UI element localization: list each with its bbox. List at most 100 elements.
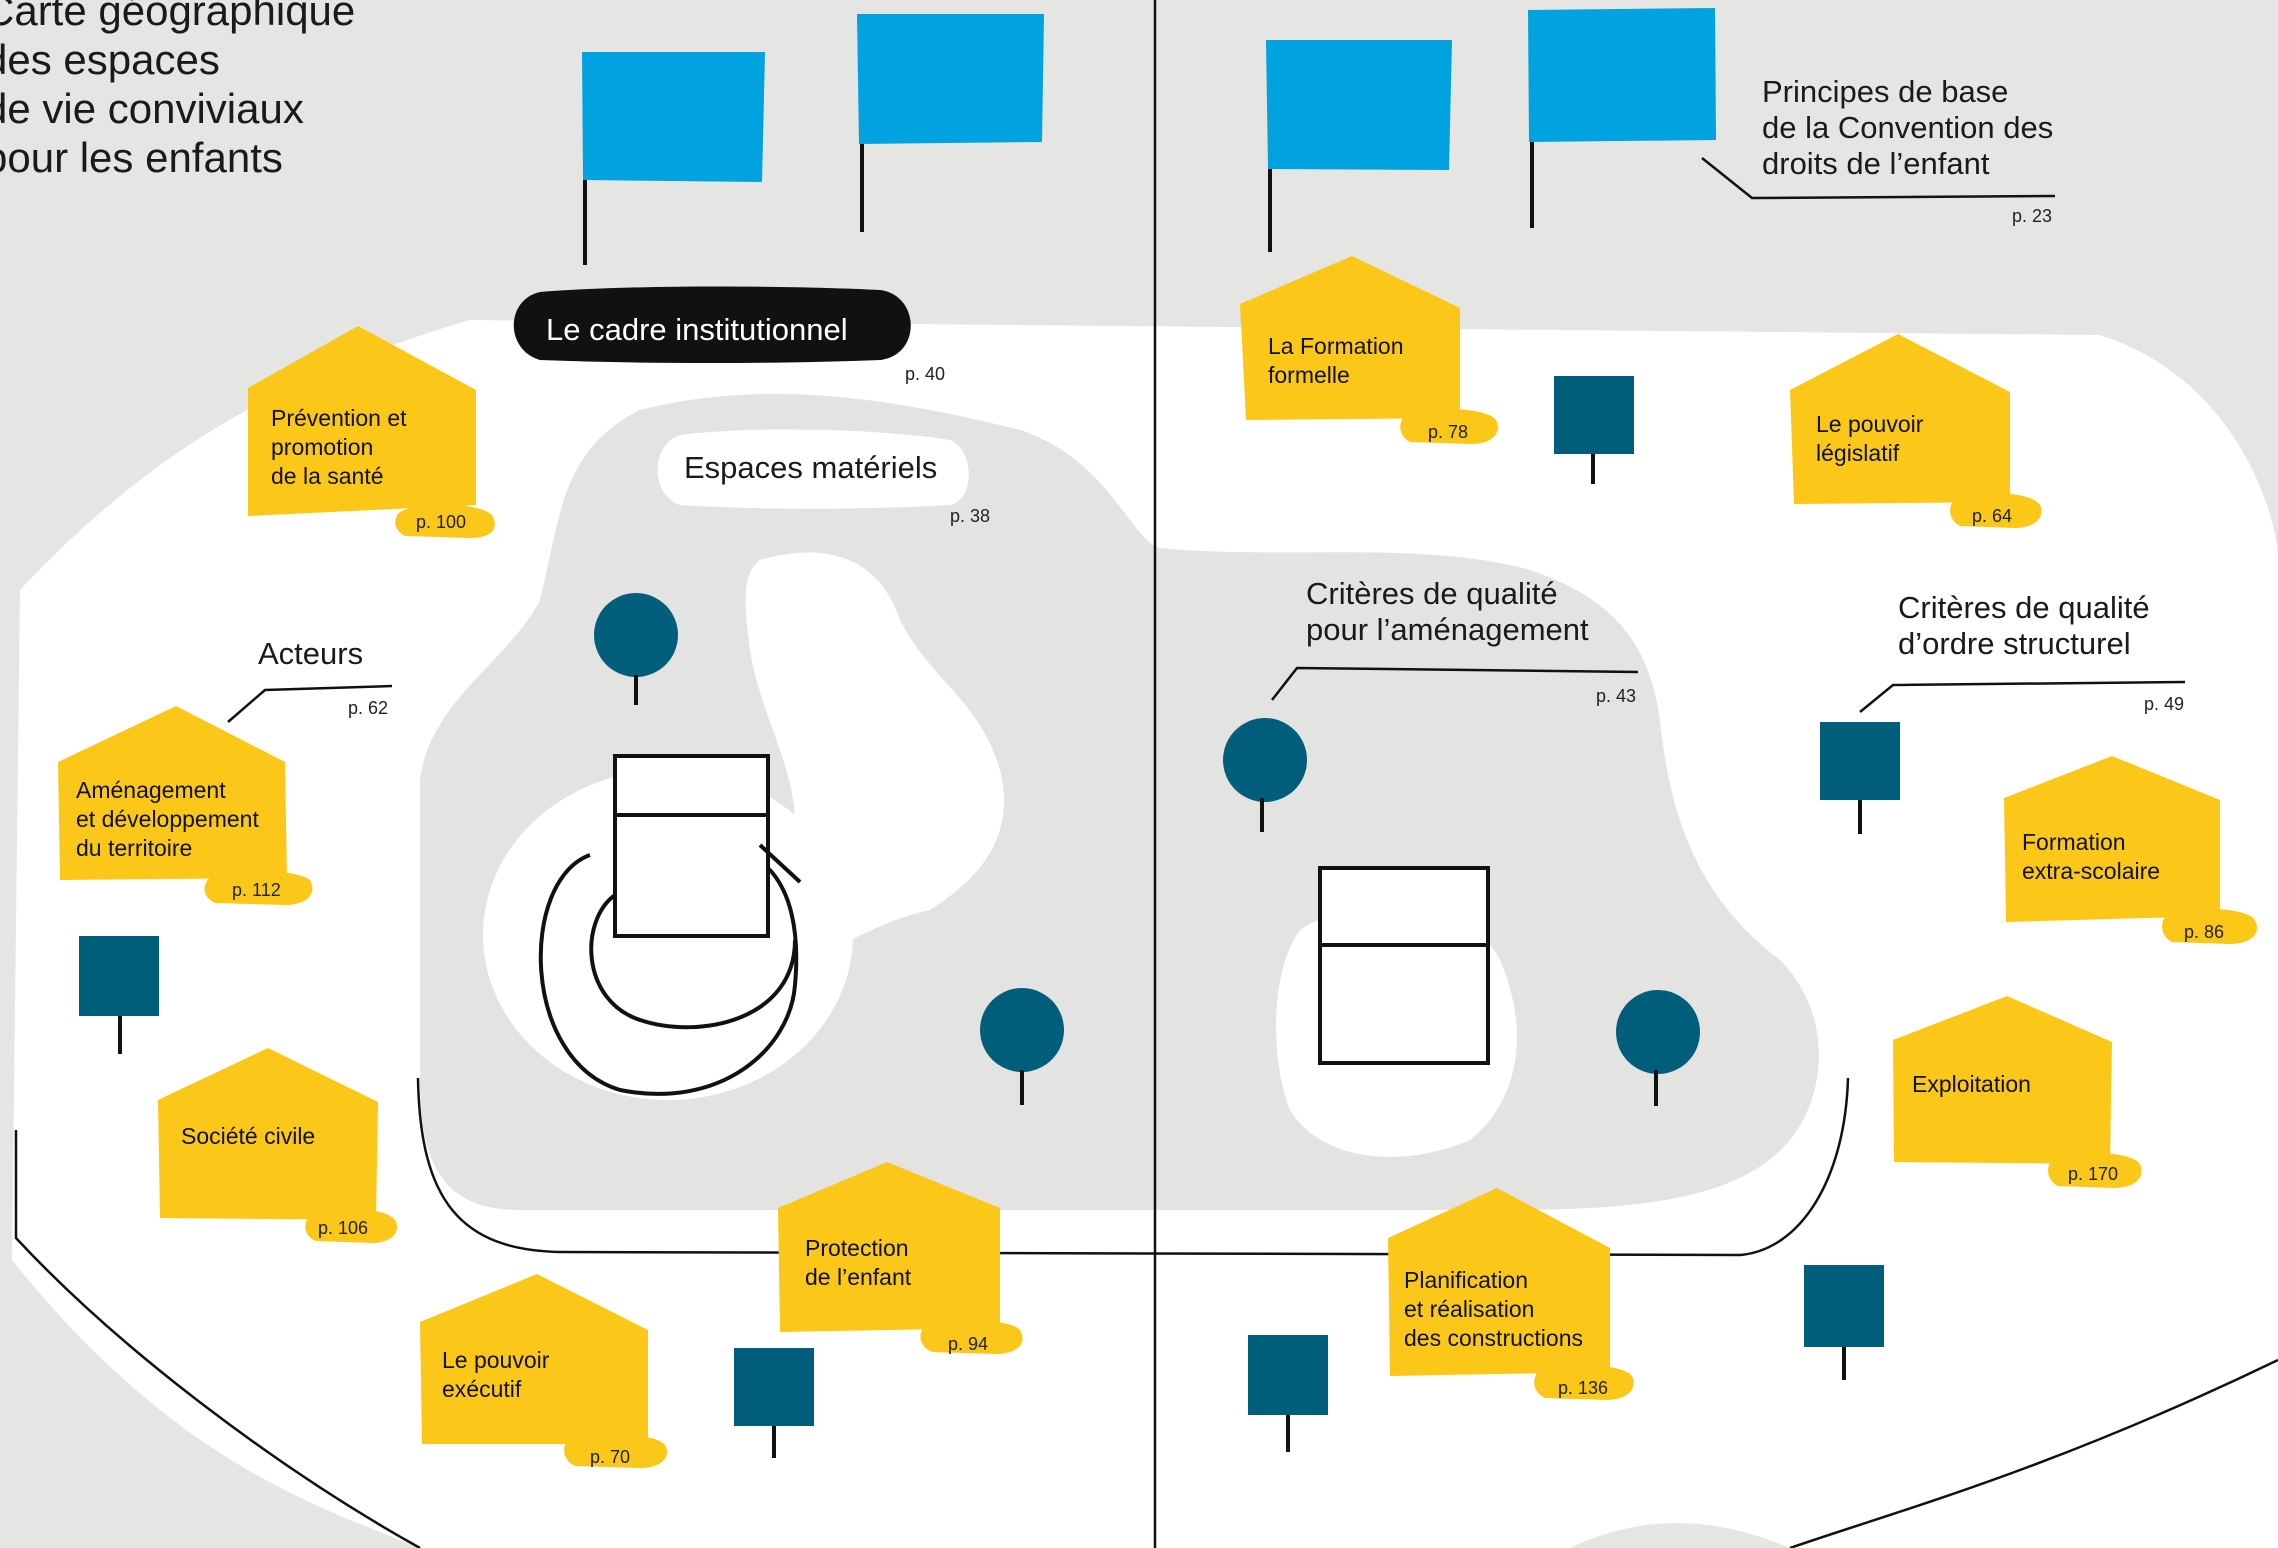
criteres-amenagement-leader — [1271, 666, 1639, 701]
house-protection[interactable]: Protection de l’enfant — [805, 1234, 911, 1292]
house-icon — [58, 706, 313, 905]
house-executif-page-ref[interactable]: p. 70 — [590, 1447, 631, 1467]
criteres-structurel-label: Critères de qualité d’ordre structurel — [1898, 590, 2150, 662]
espaces-label: Espaces matériels — [684, 450, 938, 485]
acteurs-page-ref[interactable]: p. 62 — [348, 698, 389, 718]
principes-line-2: de la Convention des — [1762, 110, 2054, 145]
house-protection-line: de l’enfant — [805, 1264, 912, 1290]
title-line-4: pour les enfants — [0, 134, 283, 181]
house-extra-scolaire-page-ref[interactable]: p. 86 — [2184, 922, 2225, 942]
principes-page-ref[interactable]: p. 23 — [2012, 206, 2053, 226]
house-prevention-line: promotion — [271, 434, 374, 460]
house-planification-line: et réalisation — [1404, 1296, 1535, 1322]
criteres-amenagement-page-ref[interactable]: p. 43 — [1596, 686, 1637, 706]
title-line-2: des espaces — [0, 36, 220, 83]
house-exploitation[interactable]: Exploitation — [1912, 1070, 2031, 1099]
house-planification-line: des constructions — [1404, 1325, 1583, 1351]
ground-curve-line — [416, 1077, 1850, 1257]
principes-line-1: Principes de base — [1762, 74, 2009, 109]
house-icon — [1240, 256, 1498, 444]
cadre-pill-bg — [513, 286, 911, 363]
house-societe[interactable]: Société civile — [181, 1122, 315, 1151]
square-sign-icon — [1248, 1335, 1328, 1452]
field-edge-line-right — [1789, 1358, 2278, 1548]
building-icon — [1318, 866, 1490, 1065]
house-amenagement-line: et développement — [76, 806, 259, 832]
flag-icon — [1528, 8, 1716, 228]
flag-icon — [1266, 40, 1452, 252]
house-exploitation-page-ref[interactable]: p. 170 — [2068, 1164, 2119, 1184]
criteres-amenagement-line-2: pour l’aménagement — [1306, 612, 1589, 647]
house-formation-formelle[interactable]: La Formation formelle — [1268, 332, 1404, 390]
house-icon — [158, 1048, 398, 1243]
house-icon — [248, 326, 495, 538]
flag-icon — [857, 14, 1044, 232]
flag-icon — [582, 52, 765, 265]
house-planification-line: Planification — [1404, 1267, 1529, 1293]
criteres-amenagement-line-1: Critères de qualité — [1306, 576, 1558, 611]
house-amenagement[interactable]: Aménagement et développement du territoi… — [76, 776, 259, 863]
tree-icon — [594, 593, 678, 705]
house-planification-page-ref[interactable]: p. 136 — [1558, 1378, 1609, 1398]
house-executif-line: exécutif — [442, 1376, 522, 1402]
square-sign-icon — [734, 1348, 814, 1458]
house-formation-formelle-page-ref[interactable]: p. 78 — [1428, 422, 1469, 442]
house-legislatif-line: législatif — [1816, 440, 1900, 466]
house-extra-scolaire[interactable]: Formation extra-scolaire — [2022, 828, 2160, 886]
acteurs-label: Acteurs — [258, 636, 364, 671]
cadre-page-ref[interactable]: p. 40 — [905, 364, 946, 384]
house-icon — [778, 1162, 1023, 1354]
principes-leader — [1701, 157, 2056, 200]
house-legislatif-line: Le pouvoir — [1816, 411, 1924, 437]
house-amenagement-line: Aménagement — [76, 777, 226, 803]
espaces-page-ref[interactable]: p. 38 — [950, 506, 991, 526]
square-sign-icon — [79, 936, 159, 1054]
house-extra-scolaire-line: extra-scolaire — [2022, 858, 2161, 884]
house-societe-page-ref[interactable]: p. 106 — [318, 1218, 369, 1238]
cadre-label: Le cadre institutionnel — [546, 312, 848, 347]
house-protection-line: Protection — [805, 1235, 909, 1261]
criteres-amenagement-label: Critères de qualité pour l’aménagement — [1306, 576, 1589, 648]
house-planification[interactable]: Planification et réalisation des constru… — [1404, 1266, 1583, 1353]
house-icon — [1388, 1188, 1634, 1400]
house-icon — [420, 1274, 668, 1468]
house-extra-scolaire-line: Formation — [2022, 829, 2126, 855]
tree-icon — [1616, 990, 1700, 1106]
house-icon — [1893, 996, 2142, 1188]
criteres-structurel-leader — [1859, 680, 2186, 713]
house-executif[interactable]: Le pouvoir exécutif — [442, 1346, 549, 1404]
house-formation-formelle-line: La Formation — [1268, 333, 1404, 359]
house-protection-page-ref[interactable]: p. 94 — [948, 1334, 989, 1354]
square-sign-icon — [1804, 1265, 1884, 1380]
house-icon — [2004, 756, 2258, 944]
house-amenagement-page-ref[interactable]: p. 112 — [232, 880, 281, 900]
principes-line-3: droits de l’enfant — [1762, 146, 1990, 181]
title-line-1: Carte géographique — [0, 0, 356, 34]
house-prevention-line: Prévention et — [271, 405, 407, 431]
map-title: Carte géographique des espaces de vie co… — [0, 0, 355, 182]
tree-icon — [1223, 718, 1307, 832]
criteres-structurel-page-ref[interactable]: p. 49 — [2144, 694, 2185, 714]
house-executif-line: Le pouvoir — [442, 1347, 550, 1373]
acteurs-leader — [227, 684, 393, 723]
building-icon — [538, 754, 802, 1096]
house-legislatif[interactable]: Le pouvoir législatif — [1816, 410, 1923, 468]
house-prevention-line: de la santé — [271, 463, 384, 489]
house-societe-line: Société civile — [181, 1123, 316, 1149]
house-exploitation-line: Exploitation — [1912, 1071, 2031, 1097]
espaces-pill-bg — [657, 429, 969, 509]
criteres-structurel-line-2: d’ordre structurel — [1898, 626, 2131, 661]
field-edge-line-left — [14, 1130, 421, 1548]
square-sign-icon — [1554, 376, 1634, 484]
house-legislatif-page-ref[interactable]: p. 64 — [1972, 506, 2013, 526]
criteres-structurel-line-1: Critères de qualité — [1898, 590, 2150, 625]
house-prevention[interactable]: Prévention et promotion de la santé — [271, 404, 407, 491]
principes-callout: Principes de base de la Convention des d… — [1762, 74, 2053, 182]
house-icon — [1790, 334, 2042, 528]
house-formation-formelle-line: formelle — [1268, 362, 1350, 388]
house-prevention-page-ref[interactable]: p. 100 — [416, 512, 467, 532]
house-amenagement-line: du territoire — [76, 835, 193, 861]
tree-icon — [980, 988, 1064, 1105]
